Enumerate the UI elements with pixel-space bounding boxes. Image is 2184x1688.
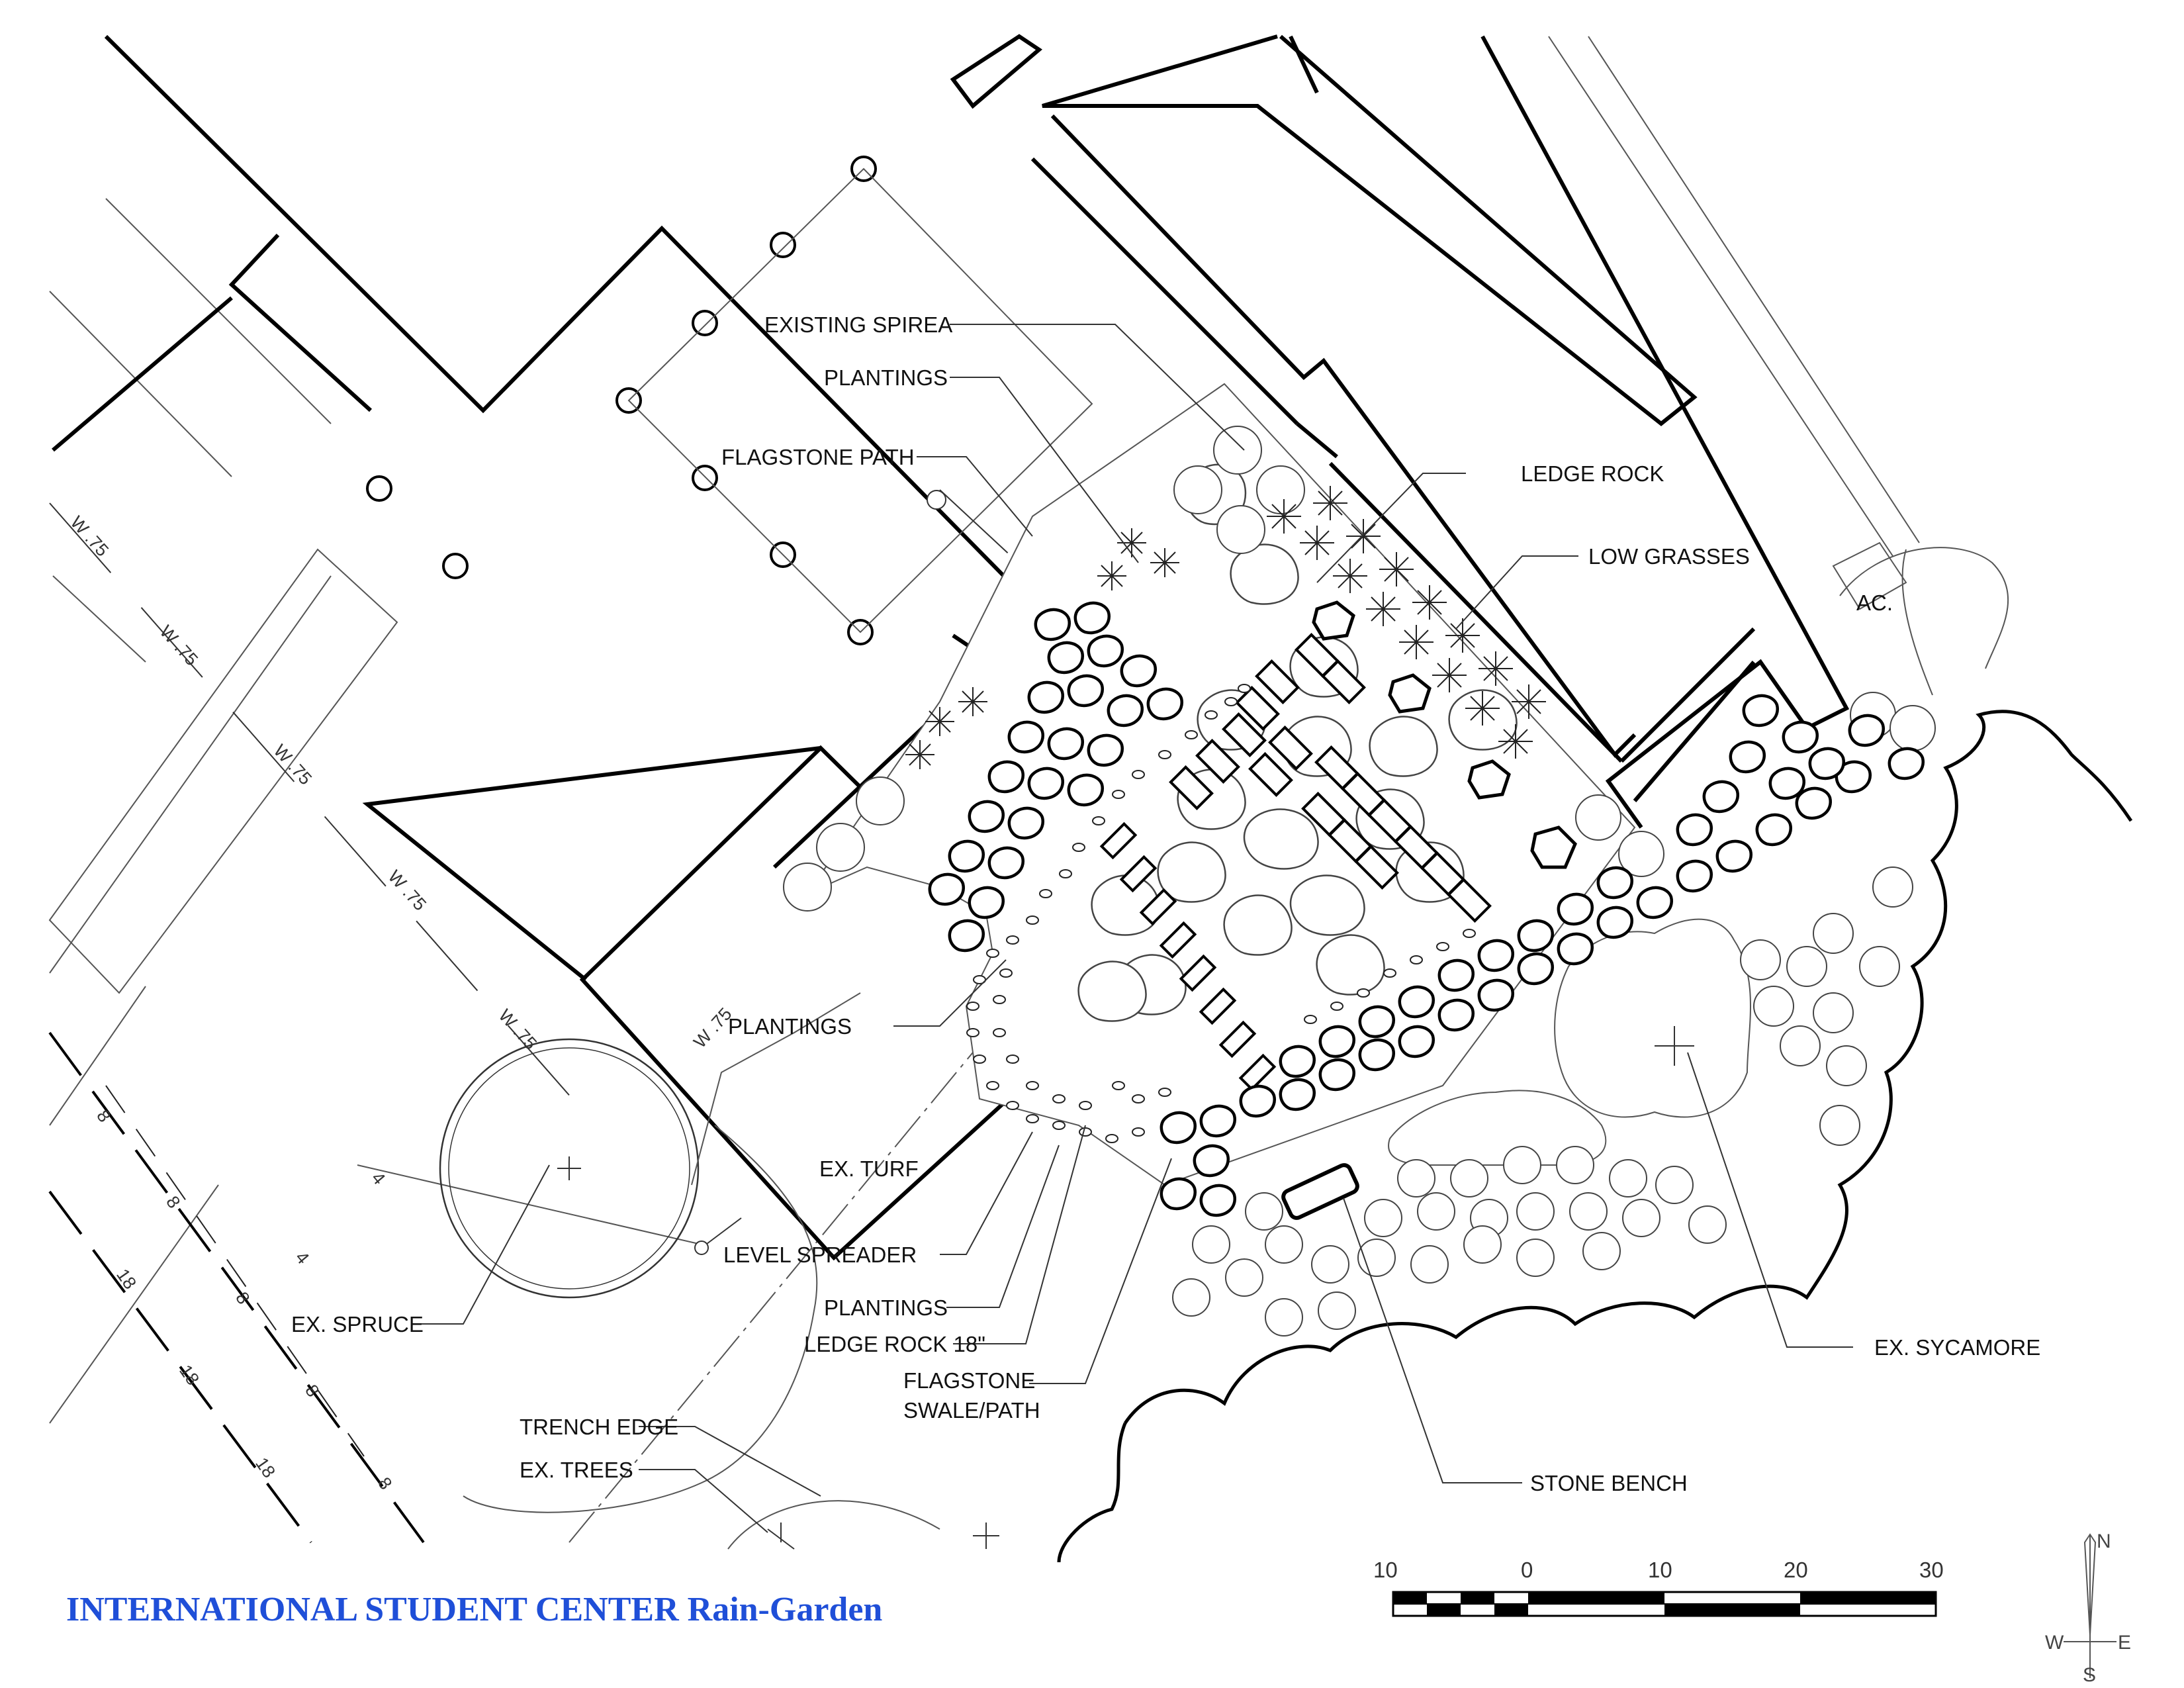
callout-leaders	[417, 324, 1853, 1533]
label-flagstone-swale: SWALE/PATH	[903, 1398, 1040, 1423]
water-label: W .75	[156, 622, 202, 669]
contour-lines	[48, 1031, 425, 1544]
rain-garden	[783, 383, 1936, 1220]
label-flagstone-path: FLAGSTONE PATH	[721, 445, 915, 469]
water-label: W .75	[67, 512, 113, 560]
label-existing-spirea: EXISTING SPIREA	[764, 312, 952, 337]
shrub-cluster	[1172, 867, 1913, 1336]
label-plantings-south: PLANTINGS	[824, 1295, 948, 1320]
contour-label: 4	[291, 1248, 313, 1268]
south-label: S	[2083, 1664, 2096, 1686]
scale-tick: 0	[1521, 1558, 1533, 1582]
contour-label: 4	[367, 1168, 389, 1189]
contour-label: 8	[301, 1381, 323, 1401]
water-label: W .75	[270, 741, 316, 788]
contour-label: 8	[374, 1474, 396, 1493]
label-ex-sycamore: EX. SYCAMORE	[1874, 1335, 2040, 1360]
north-arrow-icon: N S E W	[2045, 1530, 2131, 1686]
scale-tick: 20	[1784, 1558, 1808, 1582]
existing-trees	[439, 547, 2133, 1563]
label-low-grasses: LOW GRASSES	[1588, 544, 1750, 569]
contour-label: 8	[162, 1192, 184, 1212]
scale-tick: 10	[1373, 1558, 1398, 1582]
contour-label: 18	[175, 1361, 203, 1389]
drawing-title: INTERNATIONAL STUDENT CENTER Rain-Garden	[66, 1591, 882, 1628]
label-ledge-rock: LEDGE ROCK	[1521, 461, 1664, 486]
label-plantings: PLANTINGS	[824, 365, 948, 390]
scale-tick: 10	[1648, 1558, 1672, 1582]
label-plantings-west: PLANTINGS	[728, 1014, 852, 1039]
label-stone-bench: STONE BENCH	[1530, 1471, 1688, 1495]
label-ledge-rock-18: LEDGE ROCK 18"	[804, 1332, 985, 1356]
scale-tick: 30	[1919, 1558, 1944, 1582]
label-ex-trees: EX. TREES	[520, 1458, 633, 1482]
label-flagstone-swale: FLAGSTONE	[903, 1368, 1035, 1393]
contour-label: 18	[113, 1265, 140, 1293]
label-ex-spruce: EX. SPRUCE	[291, 1312, 424, 1336]
level-spreader	[694, 490, 1907, 1255]
building-outline	[52, 34, 1850, 1261]
label-ex-turf: EX. TURF	[819, 1156, 919, 1181]
east-label: E	[2118, 1632, 2131, 1654]
scale-bar: 10 0 10 20 30	[1373, 1558, 1944, 1617]
water-label: W .75	[385, 867, 430, 914]
label-ac: AC.	[1856, 590, 1893, 615]
west-label: W	[2045, 1632, 2064, 1654]
contour-label: 18	[251, 1454, 279, 1481]
water-label: W .75	[495, 1006, 541, 1053]
north-label: N	[2097, 1530, 2111, 1552]
contour-label: 8	[93, 1106, 114, 1126]
label-level-spreader: LEVEL SPREADER	[723, 1243, 917, 1267]
column-grid	[366, 156, 1093, 645]
callout-labels: EXISTING SPIREA PLANTINGS FLAGSTONE PATH…	[291, 312, 2040, 1495]
label-trench-edge: TRENCH EDGE	[520, 1415, 678, 1439]
